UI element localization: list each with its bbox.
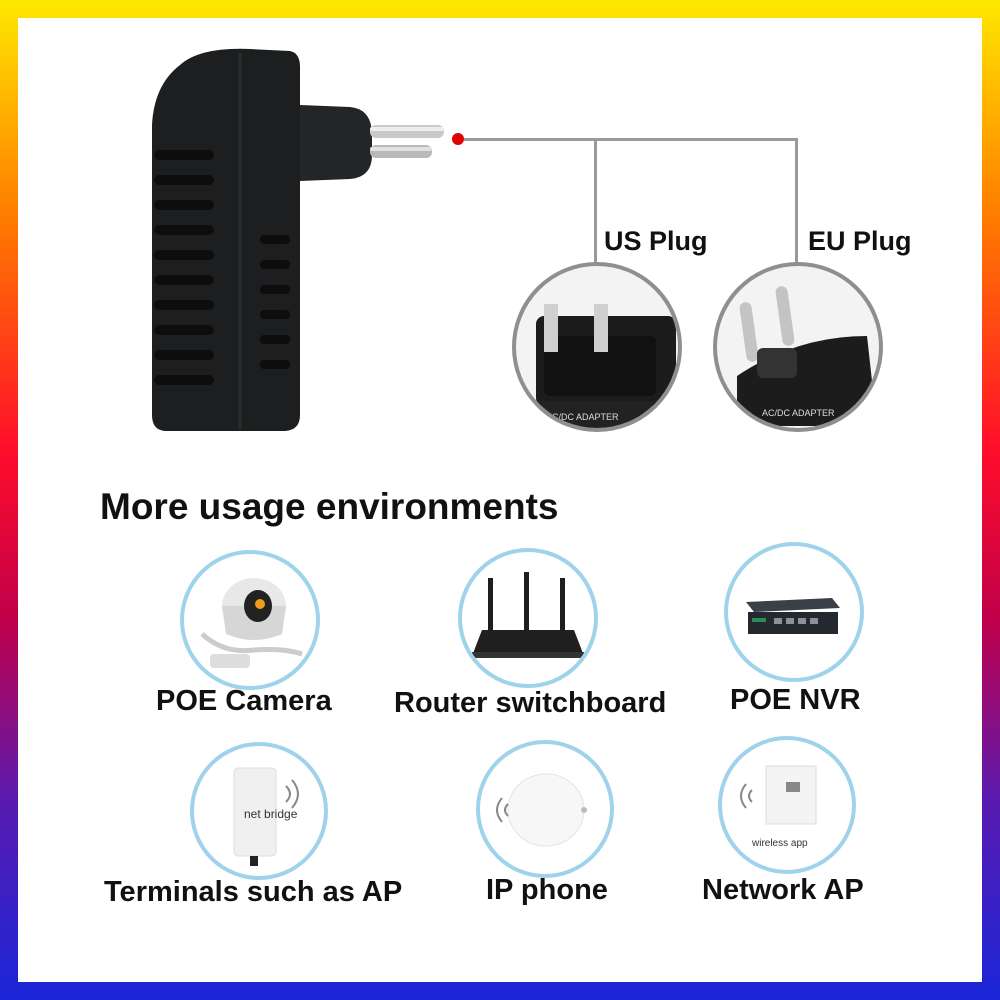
router-switchboard-label: Router switchboard [394,687,667,719]
dome-camera-icon [200,578,303,668]
net-bridge-caption: net bridge [244,807,298,821]
nvr-icon [746,598,840,634]
connector-line-us [594,138,597,264]
ip-phone-image [476,740,614,878]
poe-camera-image [180,550,320,690]
router-icon [472,572,584,658]
terminals-ap-label: Terminals such as AP [104,876,403,908]
ceiling-ap-icon [496,773,587,847]
connector-line-horizontal [464,138,798,141]
net-bridge-icon: net bridge [233,767,299,866]
us-plug-label: US Plug [604,226,708,256]
power-adapter-image [152,48,444,432]
poe-nvr-label: POE NVR [730,684,861,716]
connector-dot [452,133,464,145]
net-bridge-image: net bridge [190,742,328,880]
poe-nvr-image [724,542,864,682]
us-plug-image: AC/DC ADAPTER [512,262,682,432]
poe-camera-label: POE Camera [156,685,332,717]
eu-plug-image: AC/DC ADAPTER [713,262,883,432]
router-image [458,548,598,688]
svg-text:AC/DC ADAPTER: AC/DC ADAPTER [762,408,835,418]
wireless-app-caption: wireless app [751,838,808,849]
section-title: More usage environments [100,486,559,527]
svg-text:AC/DC ADAPTER: AC/DC ADAPTER [546,412,619,422]
ip-phone-label: IP phone [486,874,608,906]
wall-ap-icon: wireless app [740,765,817,849]
connector-line-eu [795,138,798,264]
network-ap-image: wireless app [718,736,856,874]
eu-plug-label: EU Plug [808,226,912,256]
network-ap-label: Network AP [702,874,864,906]
